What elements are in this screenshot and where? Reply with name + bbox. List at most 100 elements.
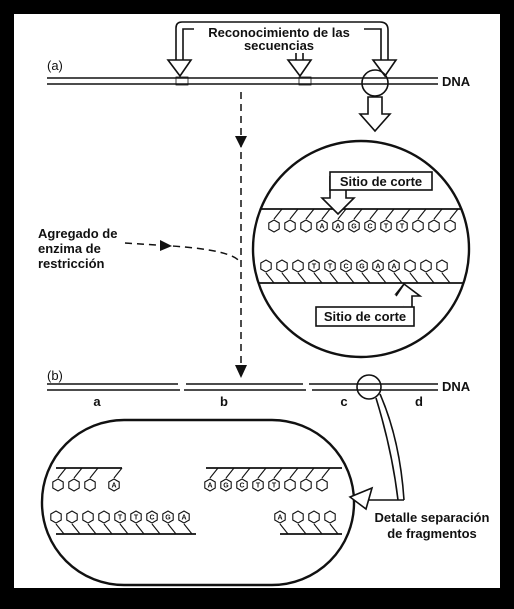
base-letter: A	[111, 483, 116, 490]
nucleotide: A	[332, 208, 347, 233]
nucleotide-backbone	[268, 208, 283, 233]
enzyme-dashed-path	[124, 242, 241, 263]
recognition-label-line2: secuencias	[244, 38, 314, 53]
base-letter: A	[277, 515, 282, 522]
base-letter: T	[118, 515, 123, 522]
cut-site-top-label: Sitio de corte	[340, 174, 422, 189]
nucleotide: T	[396, 208, 411, 233]
down-arrow-icon	[235, 365, 247, 378]
base-letter: A	[181, 515, 186, 522]
enzyme-label-line3: restricción	[38, 256, 105, 271]
nucleotide-backbone	[276, 259, 291, 284]
base-letter: C	[239, 483, 244, 490]
zoom-arrow-icon	[358, 96, 392, 133]
dna-label-b: DNA	[442, 379, 471, 394]
nucleotide-backbone	[292, 259, 307, 284]
enzyme-label-line1: Agregado de	[38, 226, 117, 241]
base-letter: C	[367, 224, 372, 231]
nucleotide: C	[364, 208, 379, 233]
nucleotide: A	[178, 510, 193, 535]
base-letter: T	[134, 515, 139, 522]
nucleotide: C	[236, 467, 251, 492]
down-arrow-icon	[235, 136, 247, 148]
nucleotide: T	[130, 510, 145, 535]
magnifier-circle-a	[361, 69, 389, 97]
nucleotide: G	[356, 259, 371, 284]
fragment-label-a: a	[93, 394, 101, 409]
base-letter: A	[391, 264, 396, 271]
nucleotide-backbone	[412, 208, 427, 233]
nucleotide-backbone	[260, 259, 275, 284]
nucleotide-backbone	[300, 208, 315, 233]
nucleotide-backbone	[292, 510, 307, 535]
enzyme-arrow-icon	[160, 240, 172, 251]
nucleotide-backbone	[68, 467, 83, 492]
fragment-label-c: c	[340, 394, 347, 409]
fragment-label-b: b	[220, 394, 228, 409]
nucleotide: G	[162, 510, 177, 535]
base-letter: G	[359, 264, 365, 271]
nucleotide-backbone	[52, 467, 67, 492]
base-letter: A	[319, 224, 324, 231]
nucleotide: T	[324, 259, 339, 284]
detail-label-line2: de fragmentos	[387, 526, 477, 541]
base-letter: C	[343, 264, 348, 271]
detail-right-fragment	[206, 467, 342, 535]
nucleotide: A	[372, 259, 387, 284]
cut-site-bottom-label: Sitio de corte	[324, 309, 406, 324]
nucleotide-backbone	[420, 259, 435, 284]
base-letter: T	[384, 224, 389, 231]
base-letter: A	[335, 224, 340, 231]
detail-label-line1: Detalle separación	[375, 510, 490, 525]
nucleotide-backbone	[50, 510, 65, 535]
nucleotide: T	[380, 208, 395, 233]
base-letter: G	[351, 224, 357, 231]
base-letter: A	[207, 483, 212, 490]
nucleotide-backbone	[98, 510, 113, 535]
magnifier-circle-b	[356, 374, 382, 400]
nucleotide-backbone	[284, 467, 299, 492]
nucleotide-backbone	[308, 510, 323, 535]
nucleotide: A	[316, 208, 331, 233]
nucleotide-backbone	[316, 467, 331, 492]
nucleotide-backbone	[66, 510, 81, 535]
fragment-label-d: d	[415, 394, 423, 409]
panel-b-tag: (b)	[47, 368, 63, 383]
detail-capsule	[40, 418, 356, 587]
dna-label-a: DNA	[442, 74, 471, 89]
nucleotide-backbone	[436, 259, 451, 284]
enzyme-label-line2: enzima de	[38, 241, 101, 256]
nucleotide: T	[114, 510, 129, 535]
nucleotide: T	[252, 467, 267, 492]
nucleotide-backbone	[444, 208, 459, 233]
dna-strand-a	[47, 76, 438, 86]
base-letter: T	[312, 264, 317, 271]
base-letter: T	[400, 224, 405, 231]
base-letter: C	[149, 515, 154, 522]
nucleotide: A	[388, 259, 403, 284]
base-letter: T	[272, 483, 277, 490]
nucleotide-backbone	[82, 510, 97, 535]
detail-arrow-icon	[348, 486, 374, 511]
nucleotide-backbone	[324, 510, 339, 535]
zoom-circle	[251, 139, 471, 359]
nucleotide: T	[268, 467, 283, 492]
nucleotide-backbone	[428, 208, 443, 233]
nucleotide: T	[308, 259, 323, 284]
base-letter: A	[375, 264, 380, 271]
recognition-label-bg	[194, 23, 364, 53]
base-letter: T	[256, 483, 261, 490]
nucleotide-backbone	[300, 467, 315, 492]
nucleotide-backbone	[404, 259, 419, 284]
nucleotide: G	[348, 208, 363, 233]
panel-a-tag: (a)	[47, 58, 63, 73]
nucleotide: A	[274, 510, 289, 535]
nucleotide-backbone	[284, 208, 299, 233]
nucleotide: G	[220, 467, 235, 492]
nucleotide: A	[108, 467, 123, 492]
cut-site-bottom-callout: Sitio de corte	[315, 282, 423, 327]
dna-strand-b	[47, 383, 438, 391]
